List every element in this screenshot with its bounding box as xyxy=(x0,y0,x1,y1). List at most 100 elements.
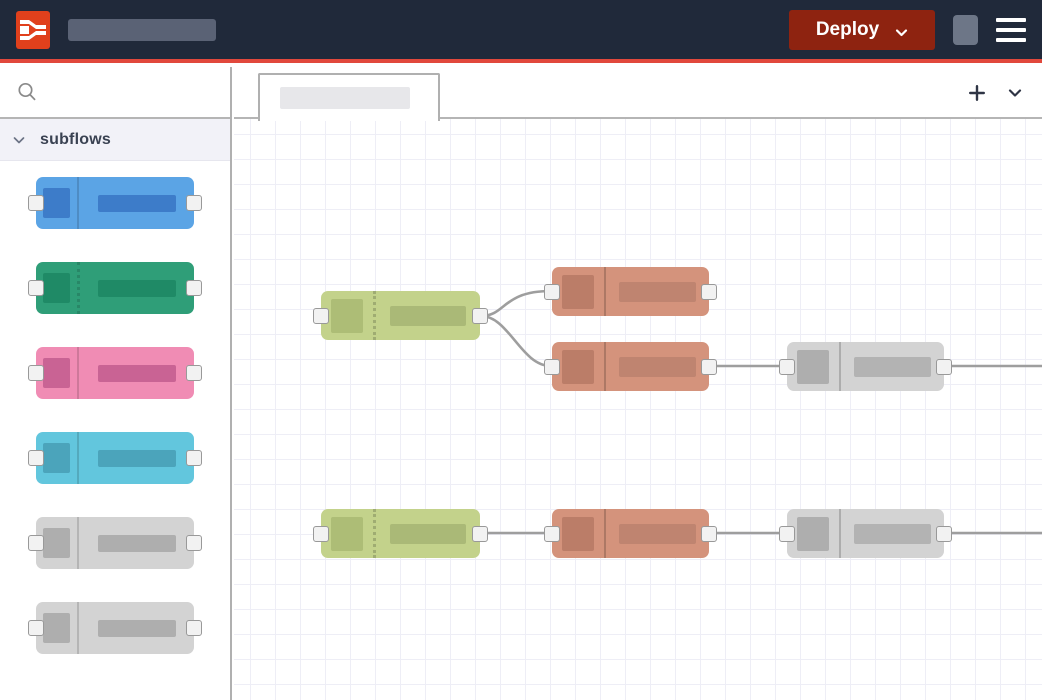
node-input-port[interactable] xyxy=(544,358,560,375)
canvas-node-salmon-2[interactable] xyxy=(544,342,717,391)
node-output-port[interactable] xyxy=(936,358,952,375)
node-input-port[interactable] xyxy=(779,358,795,375)
canvas-node-grey-1[interactable] xyxy=(779,342,952,391)
flow-canvas[interactable] xyxy=(234,119,1042,700)
canvas-node-salmon-3[interactable] xyxy=(544,509,717,558)
node-label-placeholder xyxy=(98,279,176,297)
node-body xyxy=(841,509,944,558)
node-input-port[interactable] xyxy=(28,620,44,636)
node-divider xyxy=(839,509,841,558)
node-body xyxy=(376,509,480,558)
node-divider xyxy=(604,342,606,391)
node-icon xyxy=(36,432,77,484)
node-input-port[interactable] xyxy=(28,365,44,381)
node-icon xyxy=(36,517,77,569)
canvas-node-green-2[interactable] xyxy=(313,509,488,558)
node-label-placeholder xyxy=(854,356,931,377)
node-body xyxy=(79,517,194,569)
search-icon[interactable] xyxy=(16,81,38,103)
plus-icon[interactable] xyxy=(968,84,986,102)
deploy-button[interactable]: Deploy xyxy=(789,9,935,50)
node-label-placeholder xyxy=(97,619,176,637)
node-divider xyxy=(77,517,79,569)
hamburger-menu-icon[interactable] xyxy=(996,15,1026,45)
node-body xyxy=(79,347,194,399)
node-output-port[interactable] xyxy=(472,307,488,324)
app-header: Deploy xyxy=(0,0,1042,63)
canvas-node-green-1[interactable] xyxy=(313,291,488,340)
node-icon xyxy=(787,509,839,558)
canvas-area xyxy=(234,67,1042,700)
node-input-port[interactable] xyxy=(544,283,560,300)
node-input-port[interactable] xyxy=(28,280,44,296)
wire-layer xyxy=(480,289,1042,535)
node-label-placeholder xyxy=(619,281,696,302)
node-input-port[interactable] xyxy=(28,195,44,211)
flow-tab-active[interactable] xyxy=(258,73,440,121)
palette-node-blue[interactable] xyxy=(28,177,202,229)
node-body xyxy=(606,509,709,558)
node-output-port[interactable] xyxy=(936,525,952,542)
chevron-down-icon[interactable] xyxy=(895,23,908,37)
canvas-node-salmon-1[interactable] xyxy=(544,267,717,316)
node-red-logo-icon[interactable] xyxy=(16,10,50,49)
node-icon xyxy=(787,342,839,391)
node-divider xyxy=(77,347,79,399)
node-input-port[interactable] xyxy=(544,525,560,542)
node-label-placeholder xyxy=(97,534,176,552)
node-body xyxy=(606,342,709,391)
node-input-port[interactable] xyxy=(28,450,44,466)
node-divider xyxy=(77,262,80,314)
canvas-node-grey-2[interactable] xyxy=(779,509,952,558)
node-label-placeholder xyxy=(619,356,696,377)
hamburger-bar xyxy=(996,37,1026,42)
node-divider xyxy=(604,509,606,558)
node-label-placeholder xyxy=(619,523,696,544)
node-input-port[interactable] xyxy=(28,535,44,551)
chevron-down-icon[interactable] xyxy=(1006,84,1024,102)
node-output-port[interactable] xyxy=(186,365,202,381)
palette-node-pink[interactable] xyxy=(28,347,202,399)
node-divider xyxy=(373,291,376,340)
node-input-port[interactable] xyxy=(313,307,329,324)
node-output-port[interactable] xyxy=(701,283,717,300)
node-output-port[interactable] xyxy=(186,280,202,296)
node-label-placeholder xyxy=(97,194,176,212)
palette-node-grey-2[interactable] xyxy=(28,602,202,654)
user-button-icon[interactable] xyxy=(953,14,978,45)
node-output-port[interactable] xyxy=(186,535,202,551)
palette-category-subflows[interactable]: subflows xyxy=(0,119,230,161)
node-output-port[interactable] xyxy=(186,450,202,466)
node-body xyxy=(79,432,194,484)
node-divider xyxy=(604,267,606,316)
node-output-port[interactable] xyxy=(186,620,202,636)
wire-green1-to-salmon1[interactable] xyxy=(480,289,552,318)
node-icon xyxy=(36,262,77,314)
node-input-port[interactable] xyxy=(779,525,795,542)
node-output-port[interactable] xyxy=(472,525,488,542)
node-label-placeholder xyxy=(97,364,176,382)
palette-node-green[interactable] xyxy=(28,262,202,314)
node-icon xyxy=(552,267,604,316)
node-input-port[interactable] xyxy=(313,525,329,542)
node-icon xyxy=(321,509,373,558)
app-title-placeholder xyxy=(68,18,216,41)
palette-sidebar: subflows xyxy=(0,67,232,700)
node-body xyxy=(79,177,194,229)
node-divider xyxy=(373,509,376,558)
node-output-port[interactable] xyxy=(186,195,202,211)
tabbar-actions xyxy=(968,67,1024,119)
node-icon xyxy=(36,347,77,399)
wire-green1-to-salmon2[interactable] xyxy=(480,314,552,368)
deploy-button-label: Deploy xyxy=(815,18,880,40)
node-output-port[interactable] xyxy=(701,358,717,375)
node-output-port[interactable] xyxy=(701,525,717,542)
node-divider xyxy=(77,432,79,484)
palette-search-row[interactable] xyxy=(0,67,230,119)
node-body xyxy=(80,262,194,314)
palette-category-label: subflows xyxy=(40,130,111,148)
palette-node-grey-1[interactable] xyxy=(28,517,202,569)
palette-node-cyan[interactable] xyxy=(28,432,202,484)
chevron-down-icon[interactable] xyxy=(12,133,26,147)
